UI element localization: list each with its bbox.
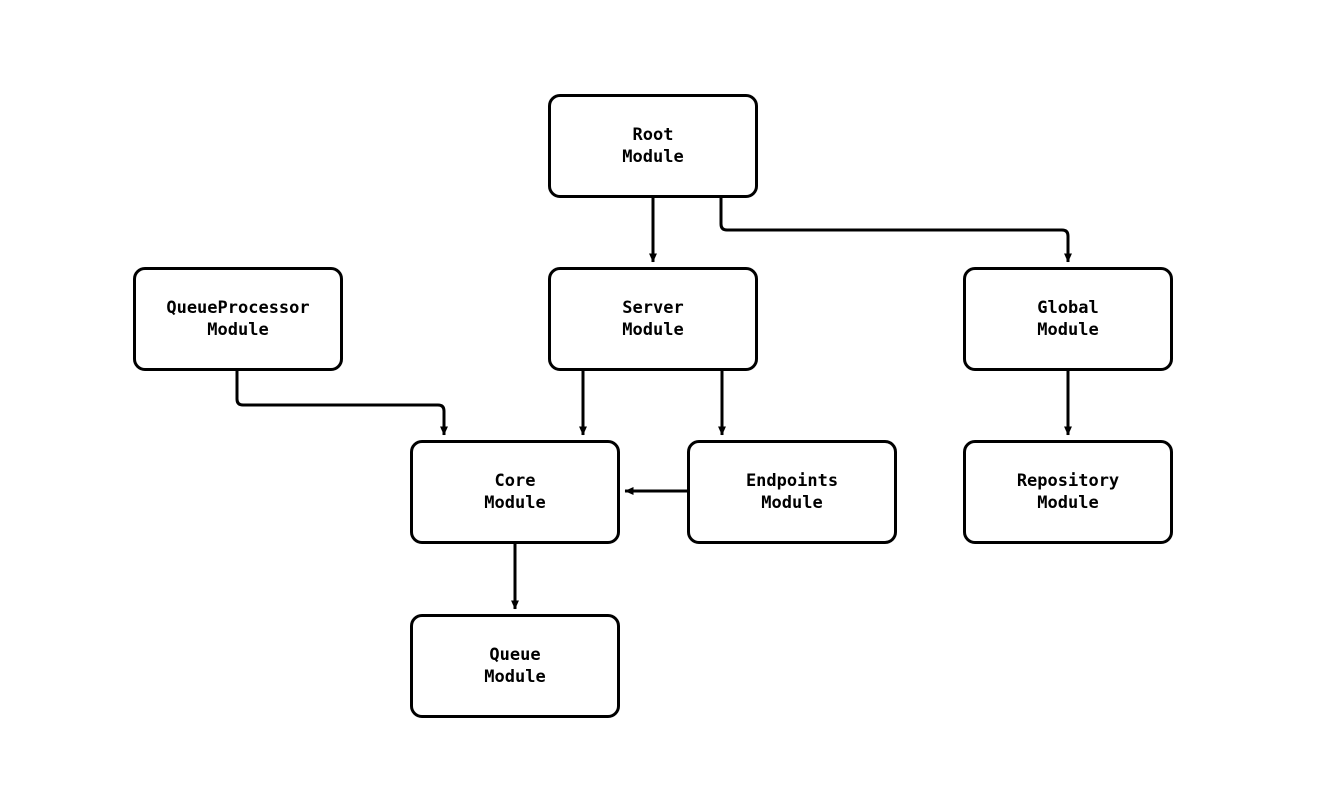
node-global-module-label: Global Module	[1037, 298, 1099, 340]
node-repository-module[interactable]: Repository Module	[963, 440, 1173, 544]
node-server-module[interactable]: Server Module	[548, 267, 758, 371]
node-queue-module-label: Queue Module	[484, 645, 546, 687]
node-endpoints-module-label: Endpoints Module	[745, 471, 839, 513]
node-global-module[interactable]: Global Module	[963, 267, 1173, 371]
node-queue-module[interactable]: Queue Module	[410, 614, 620, 718]
edge-queueprocessor-to-core	[235, 371, 448, 436]
node-root-module[interactable]: Root Module	[548, 94, 758, 198]
node-root-module-label: Root Module	[622, 125, 684, 167]
node-repository-module-label: Repository Module	[1016, 471, 1120, 513]
node-queueprocessor-module[interactable]: QueueProcessor Module	[133, 267, 343, 371]
node-server-module-label: Server Module	[622, 298, 684, 340]
node-endpoints-module[interactable]: Endpoints Module	[687, 440, 897, 544]
node-core-module[interactable]: Core Module	[410, 440, 620, 544]
edge-root-to-global	[719, 198, 1072, 263]
node-core-module-label: Core Module	[484, 471, 546, 513]
node-queueprocessor-module-label: QueueProcessor Module	[166, 298, 310, 340]
